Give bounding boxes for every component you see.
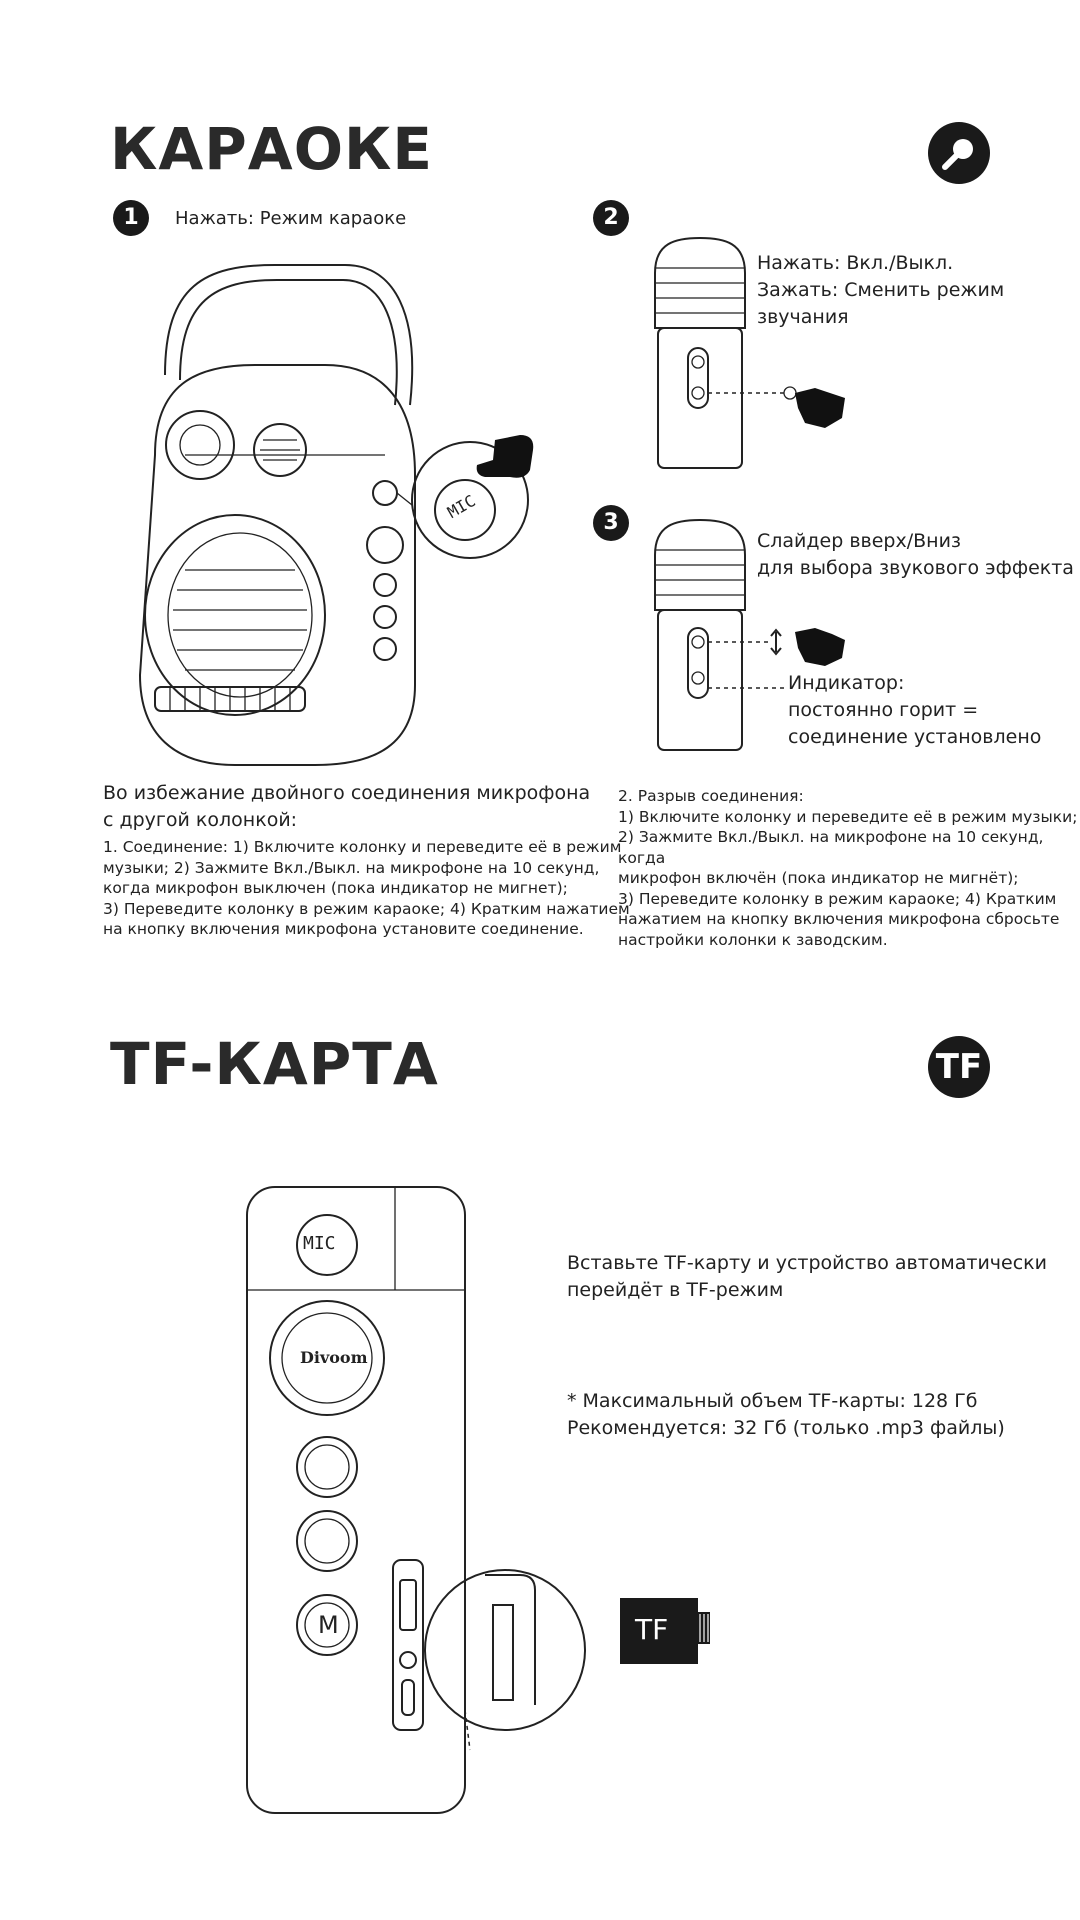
tf-card-icon: TF <box>620 1598 712 1664</box>
mode-button-label: M <box>318 1611 339 1639</box>
step-2-text: Нажать: Вкл./Выкл. Зажать: Сменить режим… <box>757 250 1004 331</box>
note-disconnect: 2. Разрыв соединения: 1) Включите колонк… <box>618 786 1080 950</box>
karaoke-title: КАРАОКЕ <box>110 120 433 178</box>
tf-card-label: TF <box>635 1613 668 1646</box>
step-3-badge: 3 <box>593 505 629 541</box>
step-3-indicator: Индикатор: постоянно горит = соединение … <box>788 670 1041 751</box>
tf-title: TF-КАРТА <box>110 1035 439 1093</box>
note-connect: 1. Соединение: 1) Включите колонку и пер… <box>103 837 630 940</box>
speaker-illustration: MIC <box>125 255 535 775</box>
brand-button-label: Divoom <box>300 1348 368 1367</box>
step-1-badge: 1 <box>113 200 149 236</box>
step-1-text: Нажать: Режим караоке <box>175 206 406 231</box>
mic-button-label-tf: MIC <box>303 1233 336 1254</box>
tf-capacity-text: * Максимальный объем TF-карты: 128 Гб Ре… <box>567 1388 1005 1442</box>
tf-badge: TF <box>928 1036 990 1098</box>
step-2-badge: 2 <box>593 200 629 236</box>
step-3-text: Слайдер вверх/Вниз для выбора звукового … <box>757 528 1074 582</box>
note-heading: Во избежание двойного соединения микрофо… <box>103 780 590 834</box>
microphone-icon <box>928 122 990 184</box>
tf-insert-text: Вставьте TF-карту и устройство автоматич… <box>567 1250 1047 1304</box>
